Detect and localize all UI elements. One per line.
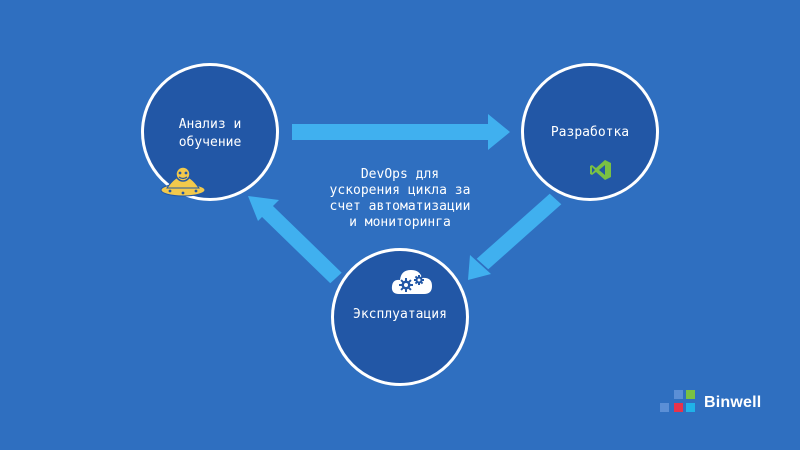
brand-logo: Binwell	[660, 390, 761, 416]
octocat-ufo-icon	[160, 166, 206, 197]
node-operations-label: Эксплуатация	[353, 307, 447, 322]
node-analysis: Анализ и обучение	[141, 63, 279, 201]
arrow-analysis-to-development	[292, 114, 510, 150]
arrow-operations-to-analysis	[248, 196, 342, 284]
arrow-development-to-operations	[468, 193, 562, 280]
center-description: DevOps для ускорения цикла за счет автом…	[329, 167, 471, 230]
node-development-label: Разработка	[550, 125, 630, 140]
node-operations: Эксплуатация	[331, 248, 469, 386]
cloud-gears-icon	[391, 270, 432, 294]
node-analysis-label: Анализ и обучение	[178, 117, 242, 150]
binwell-logo-icon	[660, 390, 700, 416]
node-development: Разработка	[521, 63, 659, 201]
visual-studio-icon	[590, 160, 611, 180]
brand-name: Binwell	[704, 394, 762, 411]
